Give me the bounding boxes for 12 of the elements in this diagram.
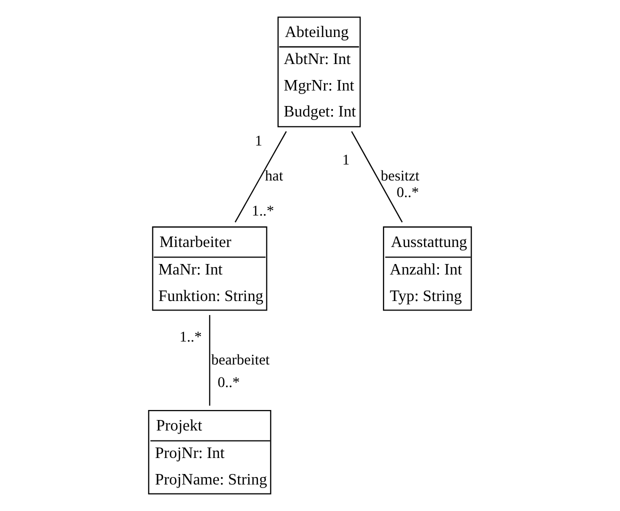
label: 1 xyxy=(254,134,262,150)
connector xyxy=(351,131,403,222)
edge-label: hat xyxy=(265,168,284,185)
label: 1..* xyxy=(252,204,274,220)
edge-label: besitzt xyxy=(380,168,420,185)
connector xyxy=(234,131,287,222)
label: 1 xyxy=(342,152,350,168)
edge-label: bearbeitet xyxy=(211,352,270,368)
connector xyxy=(209,315,210,406)
label: 1..* xyxy=(180,330,202,346)
label: 0..* xyxy=(396,184,419,201)
label: 0..* xyxy=(218,374,240,391)
